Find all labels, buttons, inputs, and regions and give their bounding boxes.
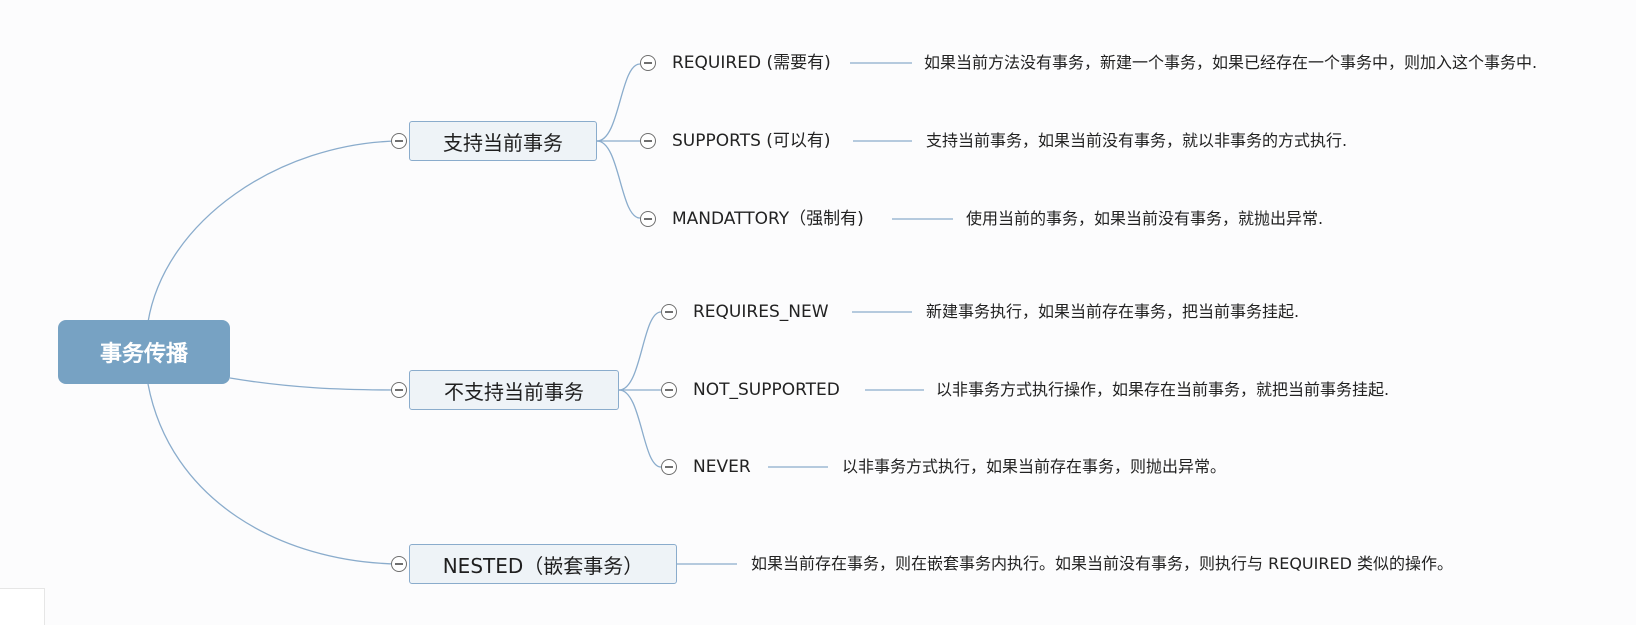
leaf-not-supported-desc: 以非事务方式执行操作，如果存在当前事务，就把当前事务挂起. (936, 380, 1390, 399)
collapse-toggle-icon[interactable] (391, 133, 407, 149)
connector-b2-c3 (618, 389, 662, 468)
collapse-toggle-icon[interactable] (391, 382, 407, 398)
collapse-toggle-icon[interactable] (640, 55, 656, 71)
leaf-mandatory-desc: 使用当前的事务，如果当前没有事务，就抛出异常. (966, 209, 1324, 228)
leaf-requires-new-desc: 新建事务执行，如果当前存在事务，把当前事务挂起. (926, 302, 1300, 321)
collapse-toggle-icon[interactable] (640, 133, 656, 149)
branch-nested-desc: 如果当前存在事务，则在嵌套事务内执行。如果当前没有事务，则执行与 REQUIRE… (751, 554, 1453, 573)
connector-b1-c3 (596, 140, 641, 219)
branch-nested[interactable]: NESTED（嵌套事务） (409, 544, 677, 584)
root-topic[interactable]: 事务传播 (58, 320, 230, 384)
leaf-required-desc: 如果当前方法没有事务，新建一个事务，如果已经存在一个事务中，则加入这个事务中. (924, 53, 1538, 72)
leaf-requires-new[interactable]: REQUIRES_NEW (693, 302, 829, 322)
connector-root-branch-2 (229, 377, 399, 391)
leaf-never[interactable]: NEVER (693, 457, 751, 477)
connector-root-branch-3 (147, 383, 399, 565)
leaf-not-supported[interactable]: NOT_SUPPORTED (693, 380, 840, 400)
collapse-toggle-icon[interactable] (661, 382, 677, 398)
leaf-never-desc: 以非事务方式执行，如果当前存在事务，则抛出异常。 (842, 457, 1227, 476)
leaf-mandatory[interactable]: MANDATTORY（强制有) (672, 209, 864, 229)
leaf-supports-desc: 支持当前事务，如果当前没有事务，就以非事务的方式执行. (926, 131, 1348, 150)
connector-b1-c1 (596, 63, 641, 142)
corner-panel (0, 588, 45, 625)
connector-root-branch-1 (147, 140, 399, 323)
connector-b2-c1 (618, 311, 662, 391)
leaf-supports[interactable]: SUPPORTS (可以有) (672, 131, 831, 151)
collapse-toggle-icon[interactable] (661, 459, 677, 475)
collapse-toggle-icon[interactable] (640, 211, 656, 227)
collapse-toggle-icon[interactable] (391, 556, 407, 572)
collapse-toggle-icon[interactable] (661, 304, 677, 320)
branch-not-support-current[interactable]: 不支持当前事务 (409, 370, 619, 410)
leaf-required[interactable]: REQUIRED (需要有) (672, 53, 831, 73)
branch-support-current[interactable]: 支持当前事务 (409, 121, 597, 161)
